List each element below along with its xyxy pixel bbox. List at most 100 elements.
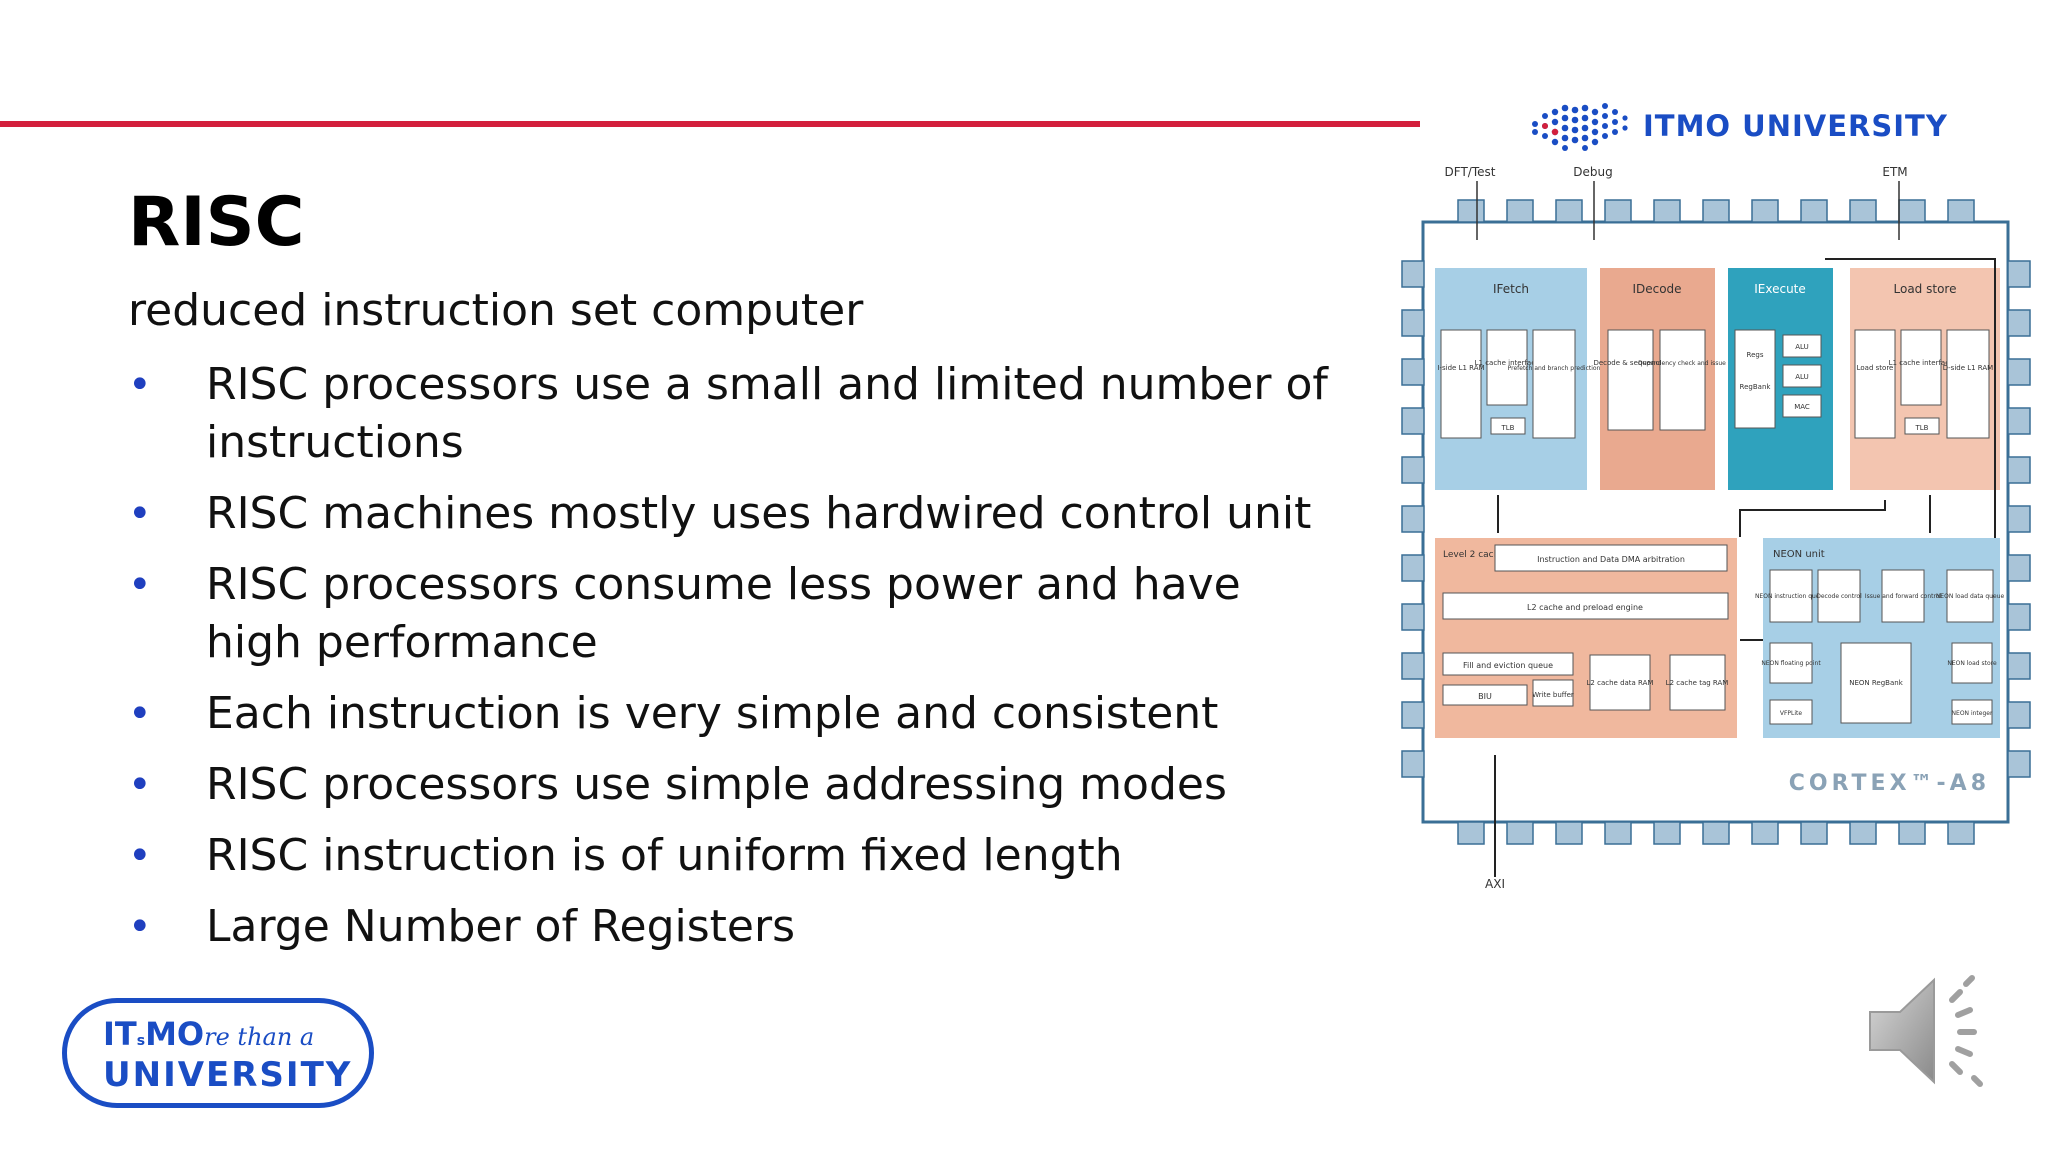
chip-pin <box>1751 199 1779 223</box>
chip-pin <box>1751 821 1779 845</box>
bullet-icon: • <box>128 362 152 408</box>
bullet-icon: • <box>128 762 152 808</box>
chip-pin <box>1555 821 1583 845</box>
block-label: NEON load data queue <box>1936 593 2005 600</box>
chip-pin <box>2007 652 2031 680</box>
chip-pin <box>2007 603 2031 631</box>
block <box>1442 684 1528 706</box>
block-label: Decode & sequencer <box>1593 359 1666 367</box>
chip-pin <box>1849 199 1877 223</box>
chip-pin <box>1401 260 1425 288</box>
block <box>1589 654 1651 711</box>
block-label: TLB <box>1501 424 1515 432</box>
bullet-icon: • <box>128 833 152 879</box>
cortex-label: CORTEX™-A8 <box>1789 771 1990 796</box>
chip-pin <box>1457 199 1485 223</box>
block-label: Instruction and Data DMA arbitration <box>1537 555 1685 564</box>
bullet-item: •Large Number of Registers <box>128 898 1348 956</box>
slide-title: RISC <box>128 183 305 262</box>
block <box>1854 329 1896 439</box>
chip-pin <box>1401 603 1425 631</box>
chip-pins <box>1401 199 2031 845</box>
itmo-brand: ITMO UNIVERSITY <box>1525 98 1955 154</box>
chip-pin <box>1401 652 1425 680</box>
pin-label-dft: DFT/Test <box>1445 165 1496 179</box>
brand-name: ITMO UNIVERSITY <box>1643 109 1948 143</box>
bullet-item: •RISC processors use simple addressing m… <box>128 756 1348 814</box>
chip-pin <box>1702 821 1730 845</box>
bullet-item: •RISC machines mostly uses hardwired con… <box>128 485 1348 543</box>
chip-pin <box>1401 309 1425 337</box>
block <box>1769 569 1813 623</box>
chip-pin <box>2007 260 2031 288</box>
chip-pin <box>1506 821 1534 845</box>
chip-pin <box>1653 199 1681 223</box>
chip-pin <box>1555 199 1583 223</box>
block-label: Prefetch and branch prediction <box>1508 365 1601 372</box>
bullet-item: •RISC processors consume less power and … <box>128 556 1348 672</box>
header-rule <box>0 121 1420 127</box>
chip-pin <box>1604 199 1632 223</box>
chip-pin <box>1401 505 1425 533</box>
chip-pin <box>1898 821 1926 845</box>
block <box>1951 642 1993 684</box>
block-label: L1 cache interface <box>1475 359 1540 367</box>
chip-pin <box>1947 821 1975 845</box>
chip-pin <box>1800 199 1828 223</box>
chip-pin <box>1702 199 1730 223</box>
block-label: NEON integer <box>1952 710 1993 717</box>
chip-pin <box>1506 199 1534 223</box>
chip-pin <box>1849 821 1877 845</box>
bullet-icon: • <box>128 904 152 950</box>
bullet-item: •Each instruction is very simple and con… <box>128 685 1348 743</box>
stage-ifetch-label: IFetch <box>1493 282 1529 296</box>
bullet-icon: • <box>128 491 152 537</box>
chip-pin <box>2007 750 2031 778</box>
chip-pin <box>1898 199 1926 223</box>
stage-idecode-label: IDecode <box>1632 282 1681 296</box>
block <box>1946 329 1990 439</box>
block-label: Issue and forward control <box>1865 593 1942 600</box>
block-label: VFPLite <box>1780 710 1803 717</box>
block <box>1881 569 1925 623</box>
slide-subtitle: reduced instruction set computer <box>128 285 864 336</box>
chip-pin <box>2007 505 2031 533</box>
block <box>1494 544 1728 572</box>
bullet-list: •RISC processors use a small and limited… <box>128 356 1348 969</box>
pin-label-debug: Debug <box>1573 165 1612 179</box>
block <box>1904 417 1940 435</box>
logo-line-2: UNIVERSITY <box>103 1055 353 1095</box>
block-label: TLB <box>1915 424 1929 432</box>
level2-cache-label: Level 2 cache <box>1443 550 1505 560</box>
block-label: Fill and eviction queue <box>1463 661 1553 670</box>
block-label: Decode control <box>1816 593 1862 600</box>
block <box>1946 569 1994 623</box>
block-label: L2 cache tag RAM <box>1666 679 1729 687</box>
block <box>1532 679 1574 707</box>
chip-pin <box>1604 821 1632 845</box>
block <box>1607 329 1654 431</box>
stage-loadstore-label: Load store <box>1894 282 1957 296</box>
block <box>1442 592 1729 620</box>
chip-pin <box>2007 456 2031 484</box>
block-label: MAC <box>1794 403 1810 411</box>
block-label: NEON floating point <box>1761 660 1821 667</box>
pin-label-axi: AXI <box>1485 877 1505 890</box>
speaker-volume-icon[interactable] <box>1862 970 2002 1090</box>
dot-grid-icon <box>1532 103 1628 151</box>
block-label: BIU <box>1478 692 1492 701</box>
bullet-item: •RISC processors use a small and limited… <box>128 356 1348 472</box>
block <box>1782 334 1822 358</box>
block <box>1769 699 1813 725</box>
block <box>1951 699 1993 725</box>
chip-pin <box>2007 358 2031 386</box>
chip-pin <box>1401 750 1425 778</box>
block <box>1817 569 1861 623</box>
block-label: NEON RegBank <box>1849 679 1903 687</box>
block <box>1782 394 1822 418</box>
block-label: L2 cache and preload engine <box>1527 603 1643 612</box>
block-label: I-side L1 RAM <box>1437 364 1484 372</box>
bullet-item: •RISC instruction is of uniform fixed le… <box>128 827 1348 885</box>
chip-pin <box>1653 821 1681 845</box>
block-label: L2 cache data RAM <box>1587 679 1654 687</box>
